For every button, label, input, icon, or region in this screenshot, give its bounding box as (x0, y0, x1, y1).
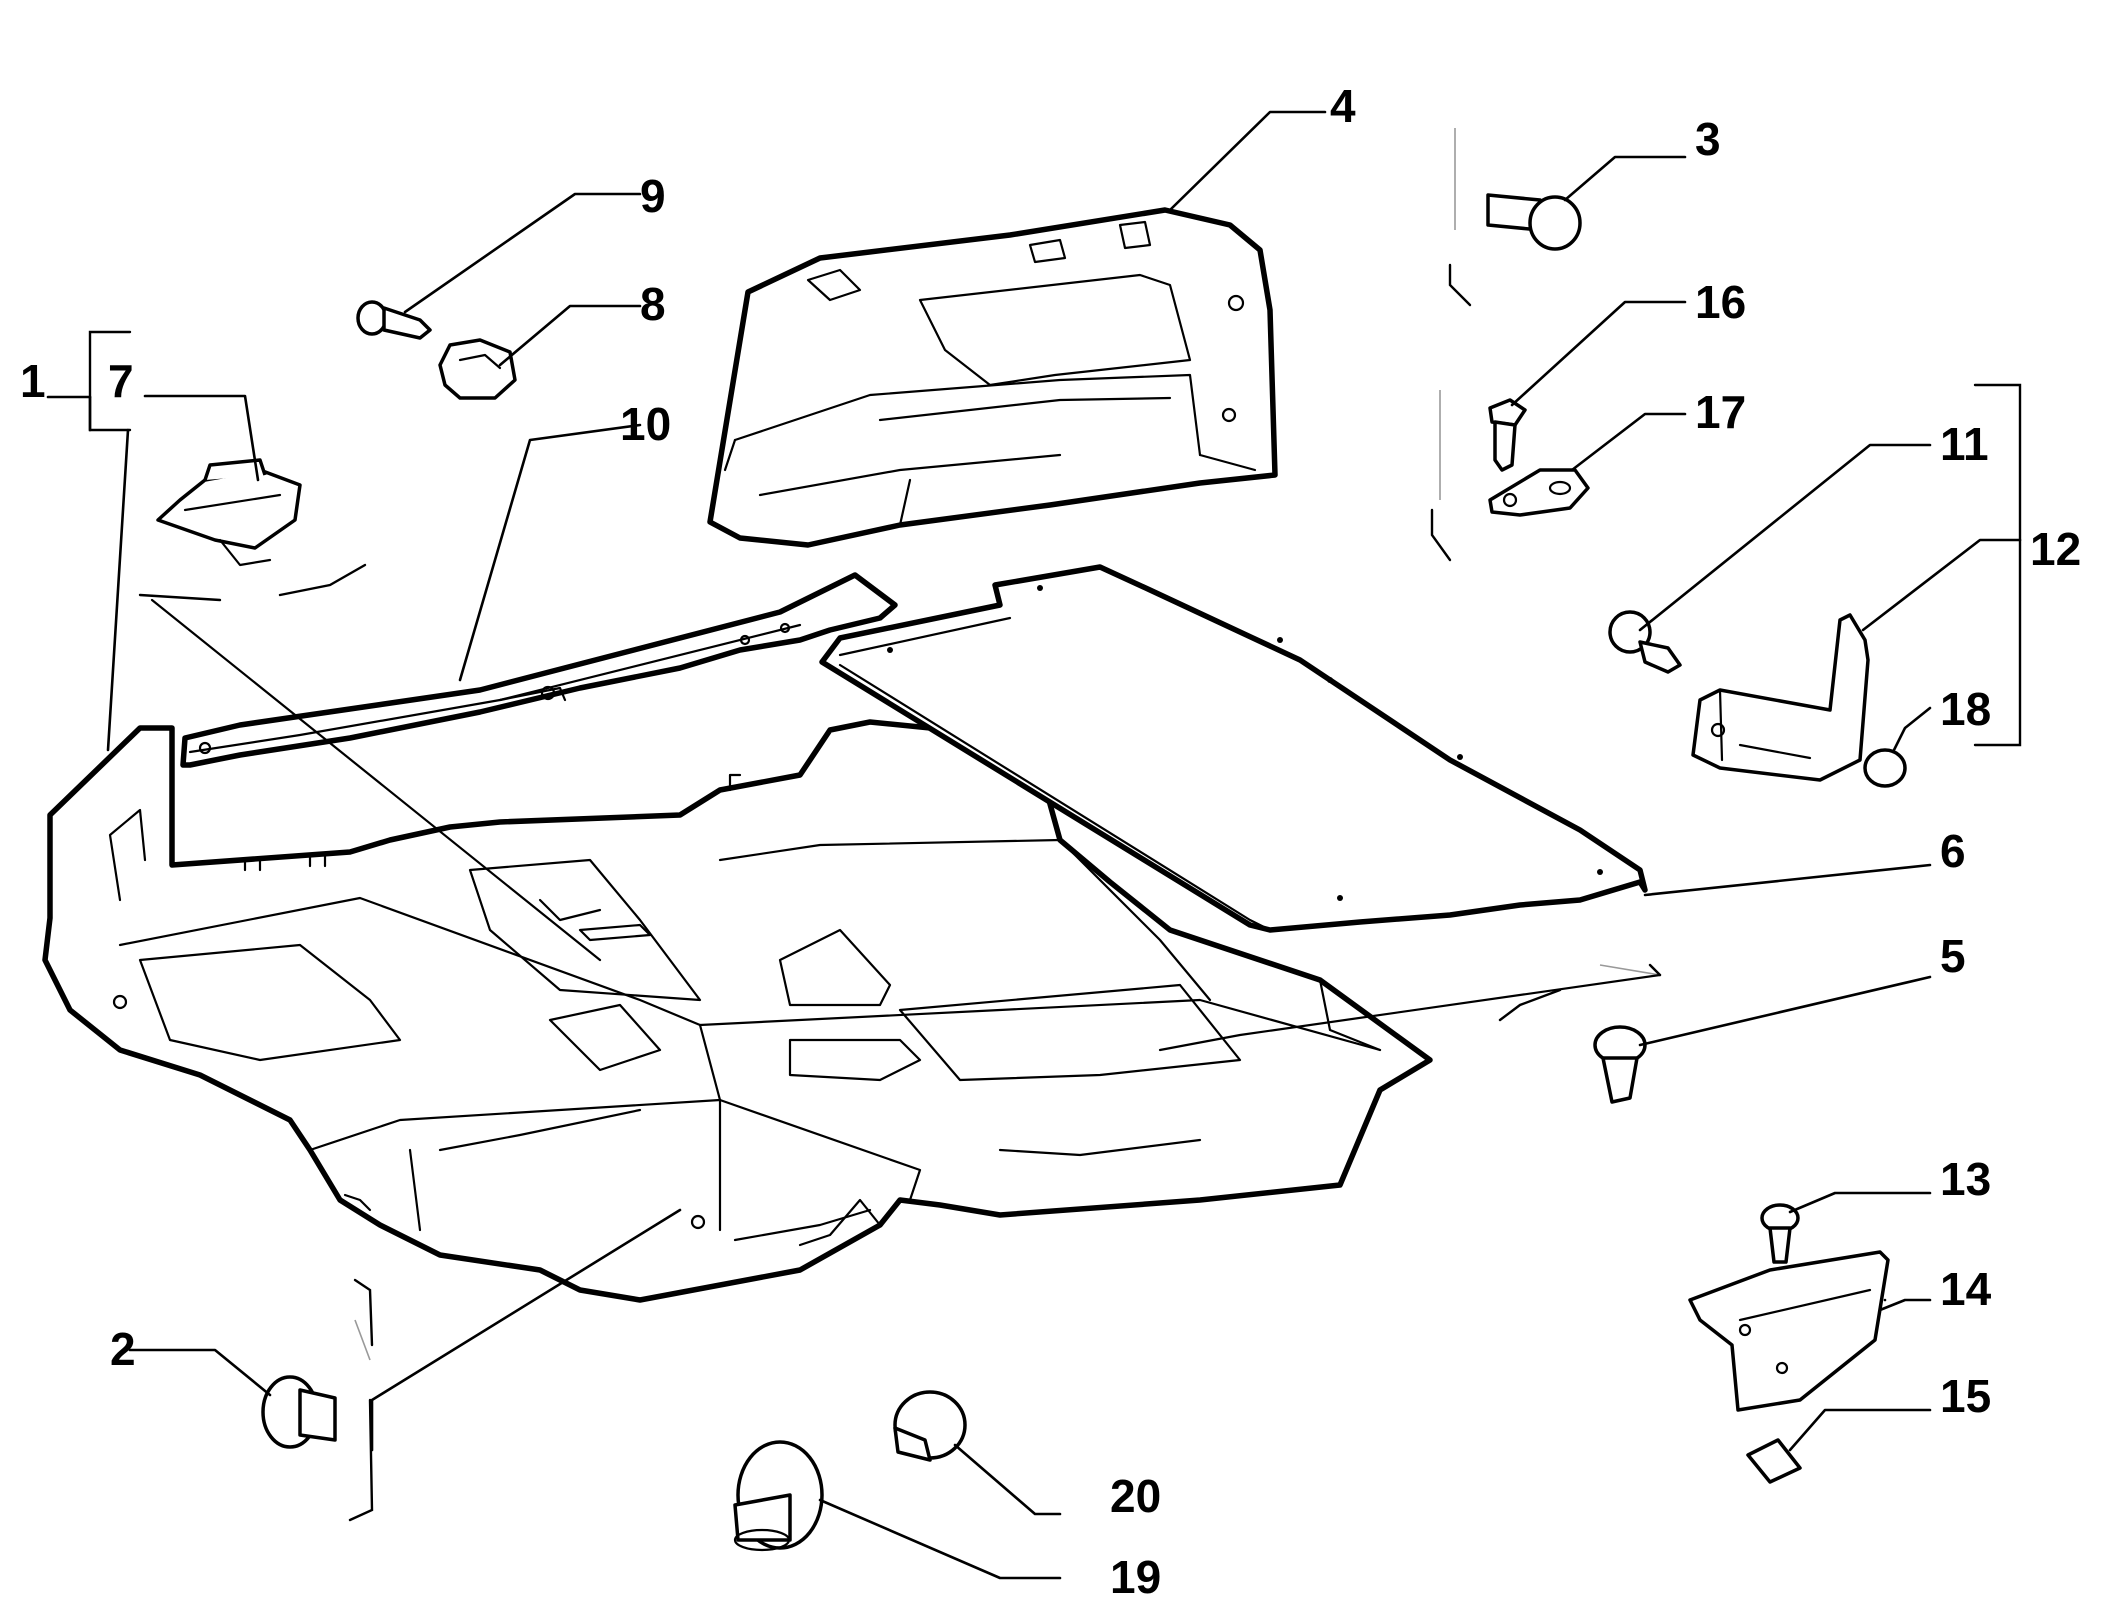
push-clip-part-3 (1486, 193, 1582, 251)
retainer-clip-part-7 (156, 458, 302, 567)
callout-18: 18 (1940, 683, 1991, 735)
leader-lines (46, 110, 2022, 1580)
callout-9: 9 (640, 170, 666, 222)
callout-1: 1 (20, 355, 46, 407)
push-clip-part-11 (1608, 610, 1682, 674)
callout-labels: 1 2 3 4 5 6 7 8 9 10 11 12 13 14 15 16 1… (20, 80, 2081, 1597)
bracket-lines (88, 128, 2022, 1522)
callout-20: 20 (1110, 1470, 1161, 1522)
bracket-part-14 (1688, 1250, 1890, 1412)
push-nut-part-8 (438, 338, 517, 400)
callout-12: 12 (2030, 523, 2081, 575)
callout-5: 5 (1940, 930, 1966, 982)
callout-2: 2 (110, 1323, 136, 1375)
load-floor-panel-part (819, 564, 1648, 933)
clip-nut-part-15 (1746, 1438, 1802, 1484)
sill-trim-strip-part (180, 572, 898, 768)
callout-6: 6 (1940, 825, 1966, 877)
washer-clip-part-17 (1488, 468, 1590, 517)
callout-17: 17 (1695, 386, 1746, 438)
callout-13: 13 (1940, 1153, 1991, 1205)
push-clip-part-20 (893, 1390, 967, 1462)
callout-14: 14 (1940, 1263, 1992, 1315)
callout-3: 3 (1695, 113, 1721, 165)
screw-part-9 (356, 300, 432, 340)
callout-8: 8 (640, 278, 666, 330)
callout-4: 4 (1330, 80, 1356, 132)
push-clip-part-5 (1593, 1025, 1647, 1104)
floor-carpet-part (42, 719, 1433, 1303)
callout-7: 7 (108, 355, 134, 407)
callout-10: 10 (620, 398, 671, 450)
cap-part-18 (1863, 748, 1907, 788)
callout-11: 11 (1940, 418, 1989, 470)
callout-19: 19 (1110, 1551, 1161, 1597)
callout-16: 16 (1695, 276, 1746, 328)
screw-part-13 (1760, 1203, 1800, 1264)
push-clip-part-2 (261, 1375, 337, 1449)
plug-part-19 (733, 1440, 824, 1552)
bracket-part-12 (1691, 613, 1870, 782)
callout-15: 15 (1940, 1370, 1991, 1422)
screw-part-16 (1488, 398, 1527, 472)
side-trim-panel-part (707, 207, 1278, 548)
